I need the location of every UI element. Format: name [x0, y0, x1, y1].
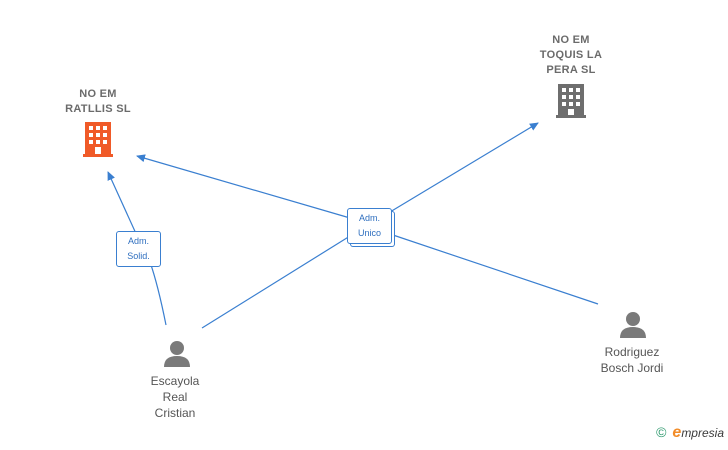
edge-hub-to-ratllis: [136, 154, 351, 219]
person-name-line: Bosch Jordi: [600, 361, 664, 375]
edge-escayola-to-hub: [201, 235, 351, 329]
edge-label-adm-unico[interactable]: Adm. Unico: [347, 208, 392, 244]
person-icon[interactable]: [164, 341, 190, 367]
edge-hub-to-toquis: [389, 122, 539, 213]
edge-label-line: Solid.: [127, 251, 150, 261]
edge-label-adm-solid[interactable]: Adm. Solid.: [116, 231, 161, 267]
company-name-line: NO EM: [552, 34, 590, 46]
edge-label-line: Unico: [357, 228, 381, 238]
brand-watermark: © empresia: [656, 424, 724, 442]
copyright-symbol: ©: [656, 424, 667, 440]
company-name-line: NO EM: [79, 88, 117, 100]
company-name-line: RATLLIS SL: [65, 103, 131, 115]
building-icon[interactable]: [556, 84, 586, 118]
person-icon[interactable]: [620, 312, 646, 338]
person-name-rodriguez[interactable]: Rodriguez Bosch Jordi: [582, 344, 682, 376]
company-name-ratllis[interactable]: NO EM RATLLIS SL: [48, 87, 148, 117]
person-name-line: Real: [162, 390, 188, 404]
brand-name: mpresia: [681, 426, 724, 440]
person-name-line: Cristian: [154, 406, 196, 420]
edge-label-line: Adm.: [358, 213, 380, 223]
person-name-line: Rodriguez: [604, 345, 660, 359]
edge-rodriguez-to-hub: [389, 233, 599, 305]
brand-initial: e: [672, 424, 682, 441]
building-icon[interactable]: [83, 122, 113, 157]
company-name-line: TOQUIS LA: [539, 49, 603, 61]
company-name-line: PERA SL: [546, 64, 596, 76]
company-name-toquis[interactable]: NO EM TOQUIS LA PERA SL: [521, 33, 621, 78]
person-name-line: Escayola: [150, 374, 200, 388]
person-name-escayola[interactable]: Escayola Real Cristian: [125, 373, 225, 421]
edge-label-line: Adm.: [127, 236, 149, 246]
